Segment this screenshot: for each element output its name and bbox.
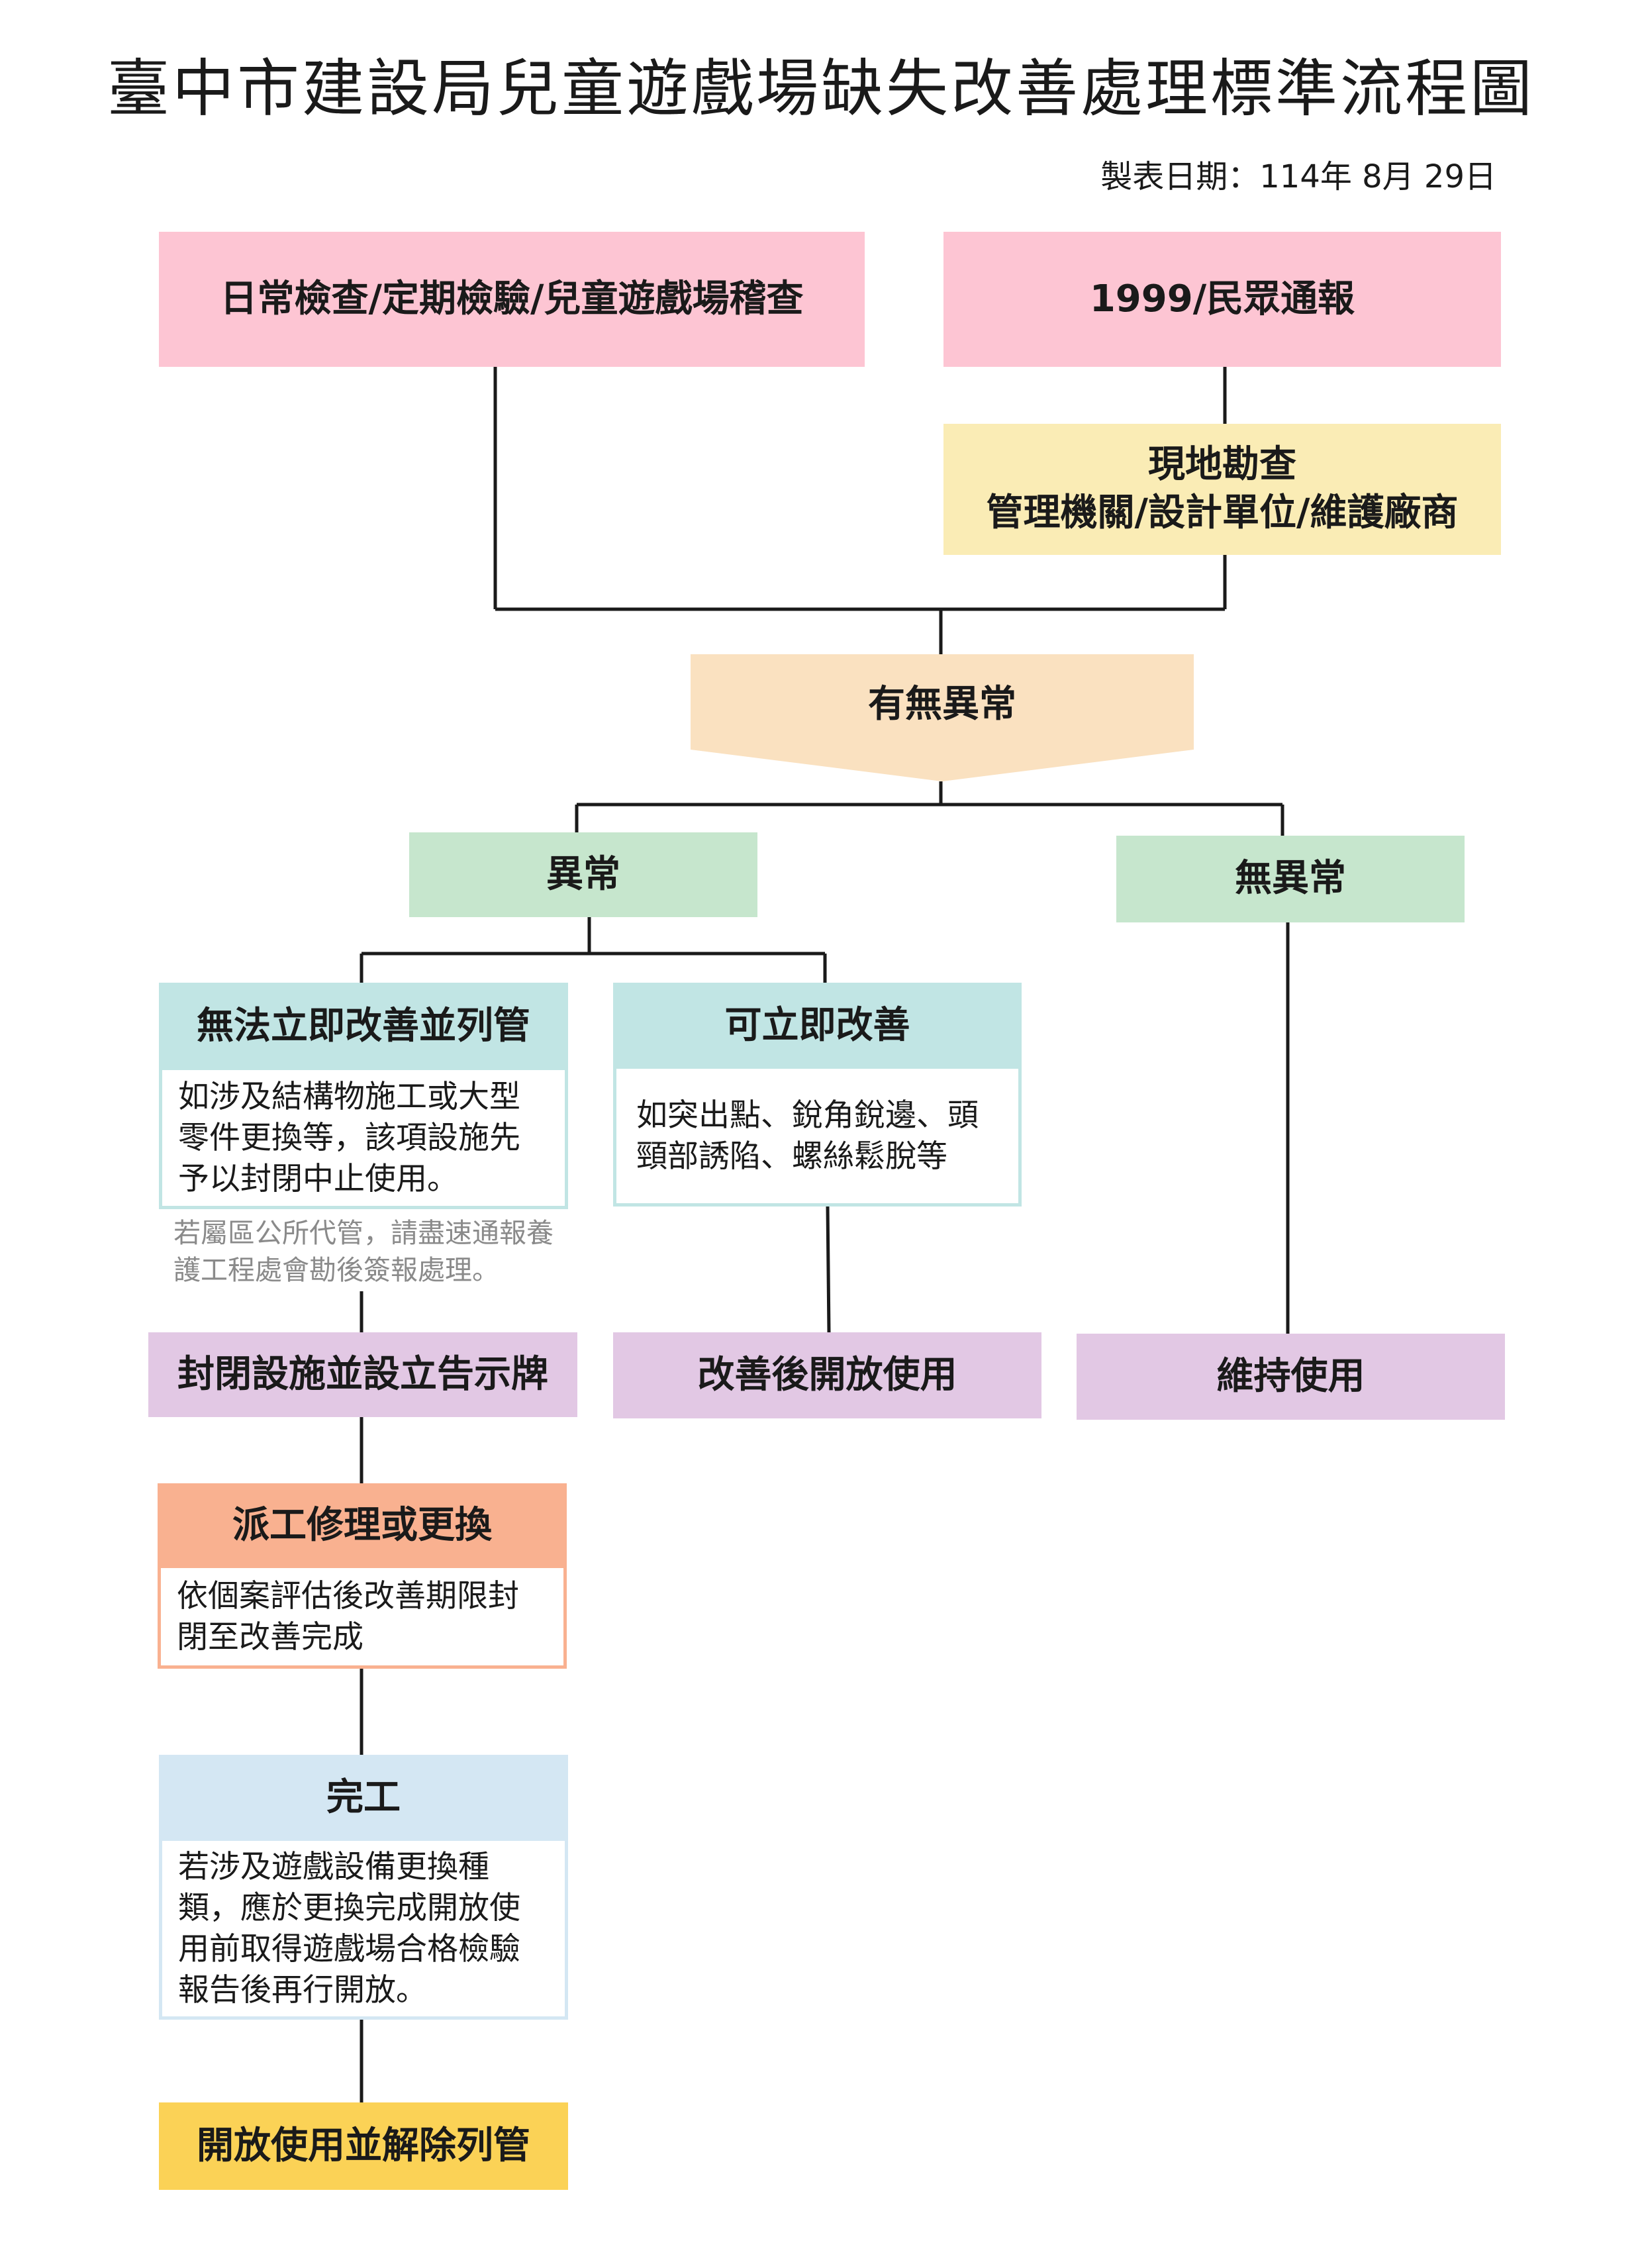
connector (826, 1206, 831, 1333)
cannot-fix-detail: 如涉及結構物施工或大型零件更換等，該項設施先予以封閉中止使用。 (159, 1070, 568, 1209)
abnormal-box: 異常 (409, 832, 757, 917)
repair-box: 派工修理或更換 (158, 1483, 567, 1568)
survey-title: 現地勘查 (1148, 443, 1296, 487)
cannot-fix-box: 無法立即改善並列管 (159, 983, 568, 1070)
page-title: 臺中市建設局兒童遊戲場缺失改善處理標準流程圖 (107, 53, 1535, 125)
can-fix-detail: 如突出點、銳角銳邊、頭頸部誘陷、螺絲鬆脫等 (613, 1069, 1022, 1207)
district-note: 若屬區公所代管，請盡速通報養護工程處會勘後簽報處理。 (173, 1217, 554, 1286)
repair-detail: 依個案評估後改善期限封閉至改善完成 (158, 1568, 567, 1669)
normal-box: 無異常 (1116, 836, 1465, 922)
final-box: 開放使用並解除列管 (159, 2102, 568, 2190)
date-label: 製表日期：114年 8月 29日 (1100, 158, 1496, 195)
survey-units: 管理機關/設計單位/維護廠商 (986, 491, 1459, 534)
complete-detail: 若涉及遊戲設備更換種類，應於更換完成開放使用前取得遊戲場合格檢驗報告後再行開放。 (159, 1841, 568, 2020)
inspection-box: 日常檢查/定期檢驗/兒童遊戲場稽查 (159, 232, 865, 367)
close-facility-box: 封閉設施並設立告示牌 (148, 1332, 577, 1417)
can-fix-box: 可立即改善 (613, 983, 1022, 1069)
open-after-fix-box: 改善後開放使用 (613, 1332, 1041, 1418)
survey-box: 現地勘查 管理機關/設計單位/維護廠商 (943, 424, 1501, 555)
complete-box: 完工 (159, 1755, 568, 1841)
keep-using-box: 維持使用 (1077, 1334, 1505, 1420)
report-box: 1999/民眾通報 (943, 232, 1501, 367)
